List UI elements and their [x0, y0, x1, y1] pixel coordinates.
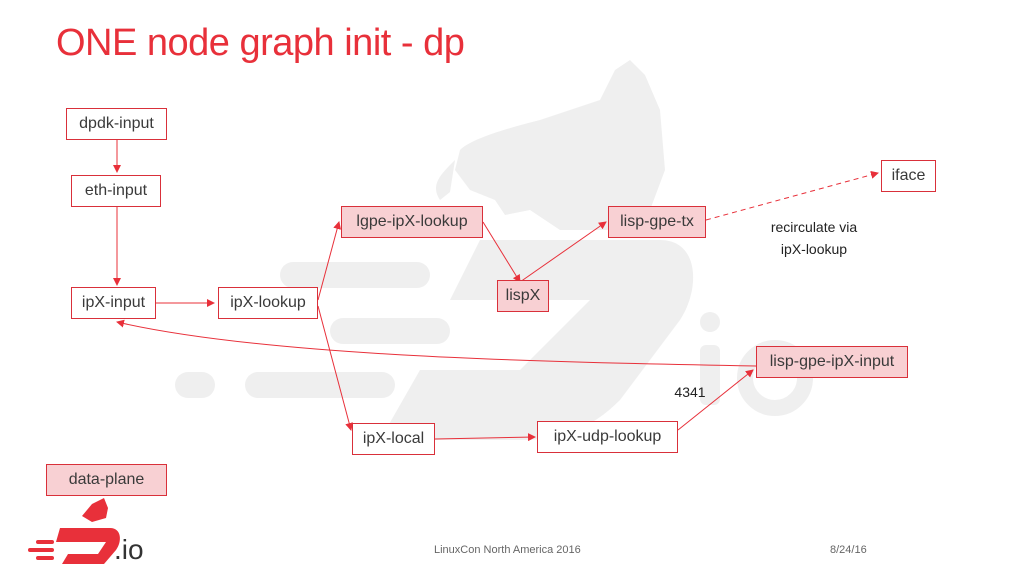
node-lisp-gpe-tx: lisp-gpe-tx	[608, 206, 706, 238]
footer-center: LinuxCon North America 2016	[434, 544, 581, 556]
recirculate-line1: recirculate via	[770, 219, 858, 235]
edge-lgpe-to-lispx	[482, 221, 521, 283]
node-ipx-input: ipX-input	[71, 287, 156, 319]
node-ipx-lookup: ipX-lookup	[218, 287, 318, 319]
edge-lispgpeinput-to-ipxinput	[116, 319, 757, 367]
node-data-plane: data-plane	[46, 464, 167, 496]
edge-ipxlocal-to-udplookup	[434, 433, 536, 442]
node-lgpe-ipx-lookup: lgpe-ipX-lookup	[341, 206, 483, 238]
fdio-logo	[28, 498, 120, 564]
logo-text: .io	[114, 534, 144, 565]
edge-ipxlookup-to-lgpe	[317, 221, 342, 301]
recirculate-note: recirculate via ipX-lookup	[752, 216, 876, 260]
node-lispx: lispX	[497, 280, 549, 312]
footer-date: 8/24/16	[830, 544, 867, 556]
node-ipx-local: ipX-local	[352, 423, 435, 455]
edge-udplookup-to-lispgpeinput	[677, 369, 754, 431]
node-eth-input: eth-input	[71, 175, 161, 207]
recirculate-line2: ipX-lookup	[780, 241, 848, 257]
port-label: 4341	[674, 384, 706, 400]
edge-lispgpetx-to-iface	[705, 170, 879, 221]
node-iface: iface	[881, 160, 936, 192]
node-dpdk-input: dpdk-input	[66, 108, 167, 140]
edge-ipxlookup-to-ipxlocal	[317, 305, 354, 431]
edge-lispx-to-lispgpetx	[519, 221, 607, 283]
slide-title: ONE node graph init - dp	[56, 22, 465, 64]
node-ipx-udp-lookup: ipX-udp-lookup	[537, 421, 678, 453]
node-lisp-gpe-ipx-input: lisp-gpe-ipX-input	[756, 346, 908, 378]
